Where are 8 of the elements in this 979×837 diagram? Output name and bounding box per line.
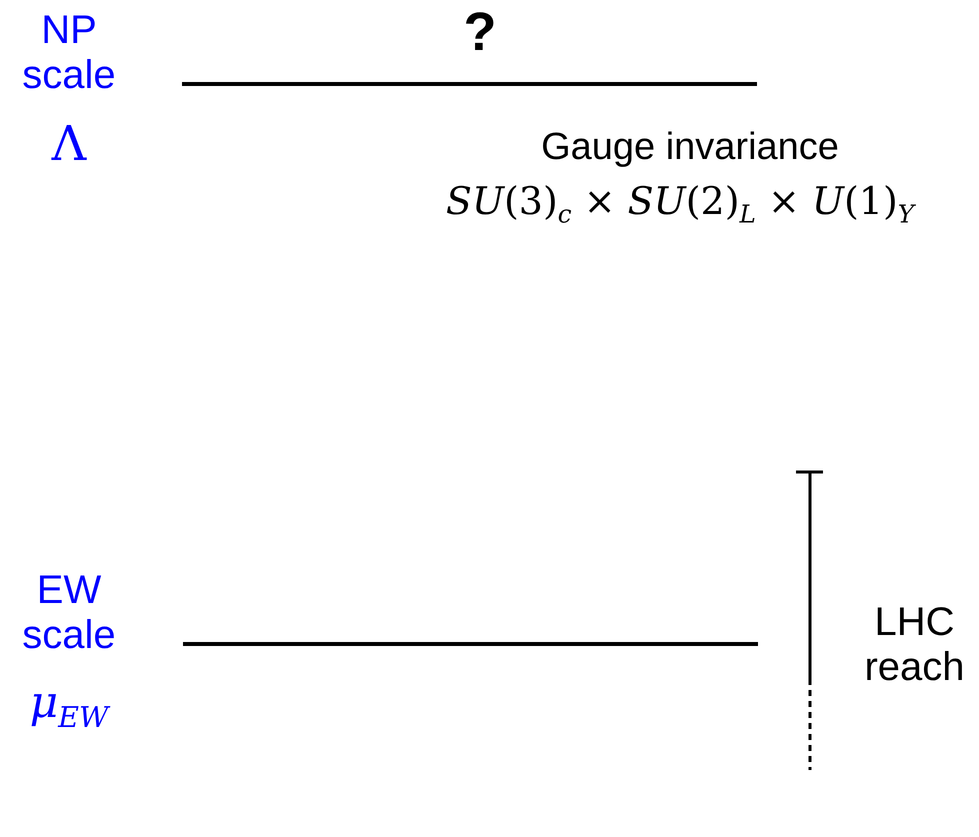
scale-symbol: Λ [50,118,88,172]
symmetry-label: Gauge invariance [540,126,840,169]
gauge-group-formula: SU(3)$_{c}$ × SU(2)$_{L}$ × U(1)$_{Y}$ [444,180,917,228]
question-mark: ? [462,2,498,62]
scale-label: NP scale [21,8,117,98]
reach-label: LHC reach [863,600,966,690]
scale-label: EW scale [21,568,117,658]
scale-symbol: μ$_{EW}$ [28,678,112,733]
